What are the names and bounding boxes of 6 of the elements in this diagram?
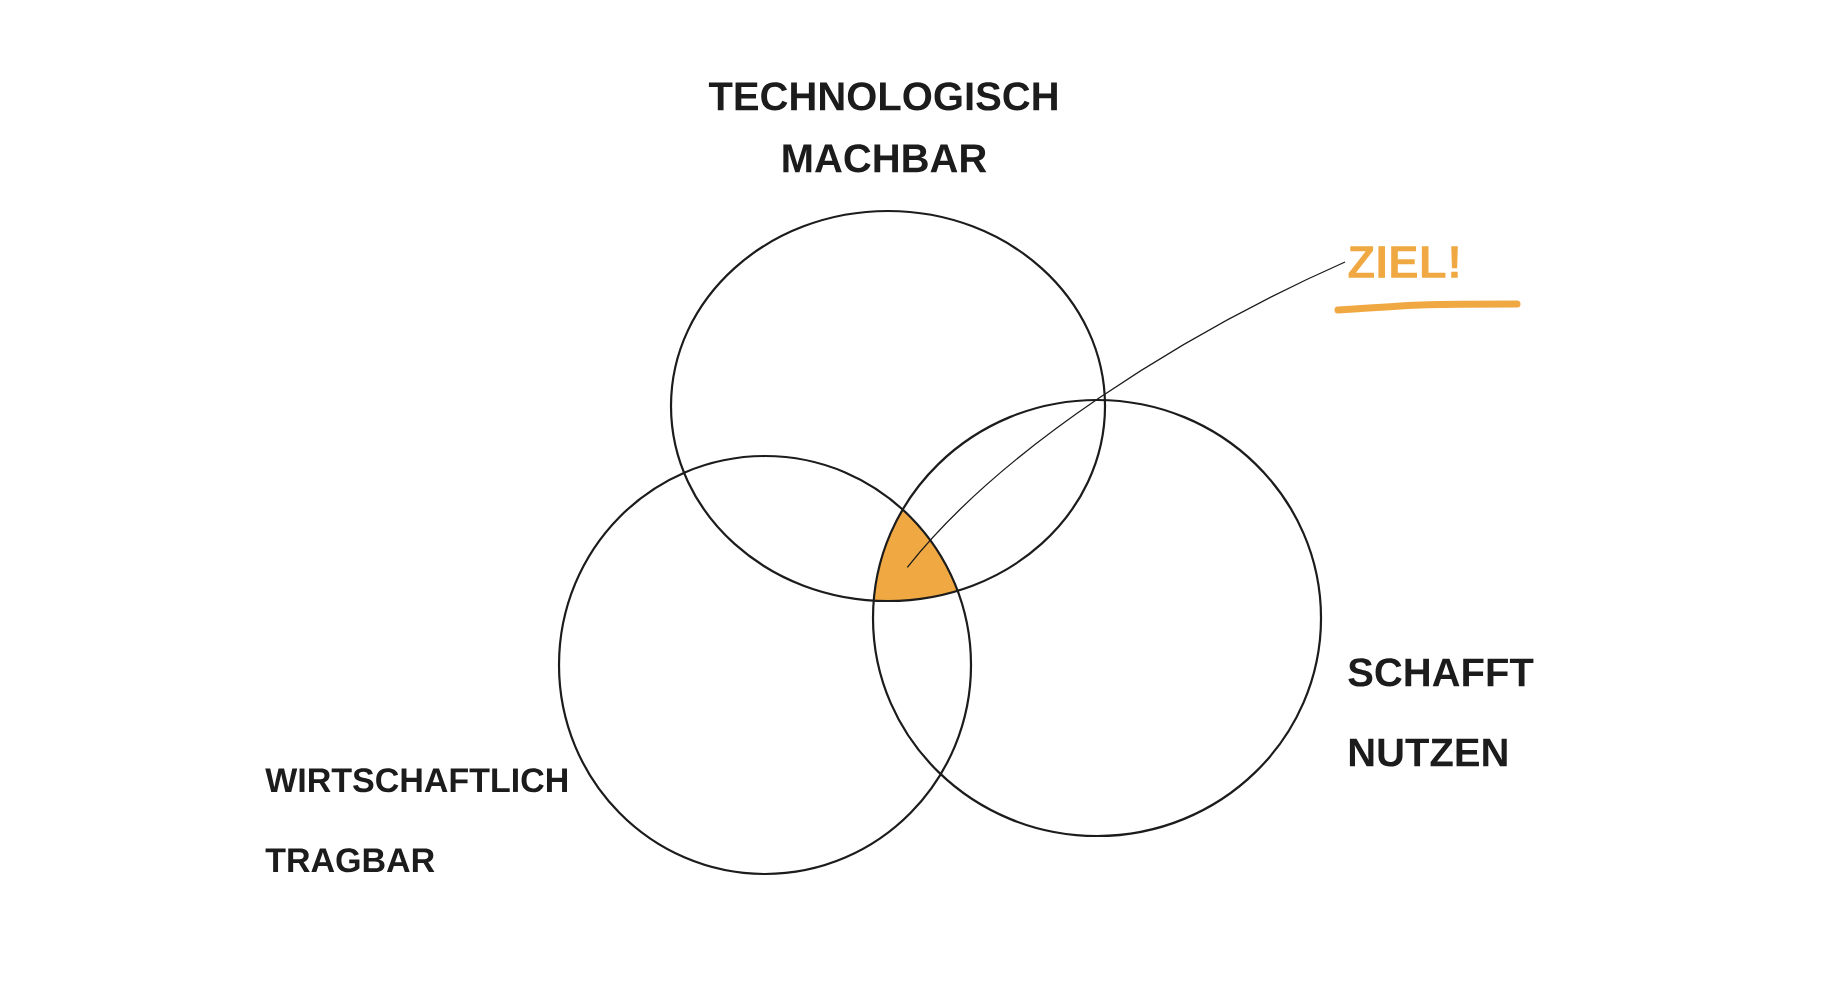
circle-label: TECHNOLOGISCH MACHBAR <box>708 82 1057 173</box>
circle-label: WIRTSCHAFTLICH TRAGBAR <box>265 768 567 873</box>
circle-label: SCHAFFT NUTZEN <box>1348 658 1534 767</box>
callout-text: ZIEL! <box>1348 246 1458 278</box>
highlight-area <box>873 509 958 601</box>
leader-line <box>906 261 1346 568</box>
